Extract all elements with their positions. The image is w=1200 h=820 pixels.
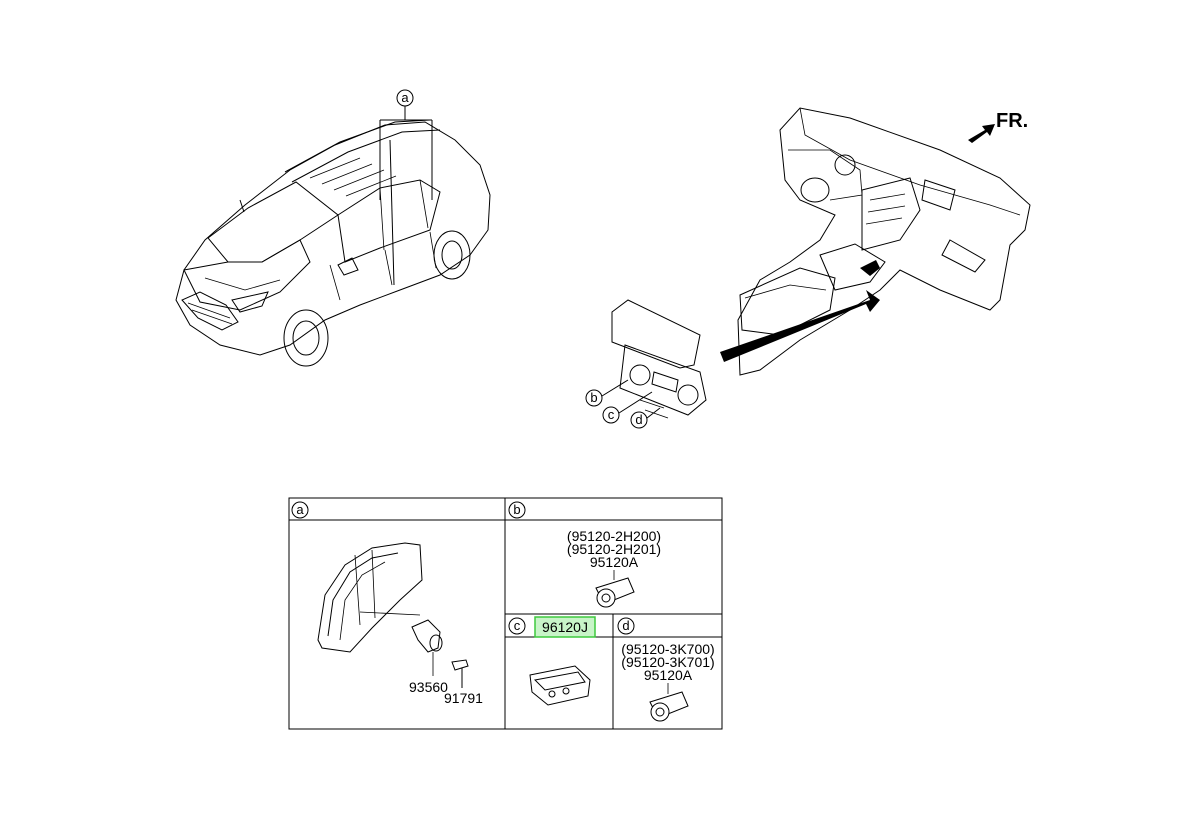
part-95120-2h200: (95120-2H200) (567, 528, 661, 544)
cell-a-letter: a (296, 502, 304, 517)
callout-b-label: b (590, 390, 597, 405)
parts-table (288, 497, 723, 730)
highlight-96120j (534, 616, 596, 638)
cell-c-letter: c (514, 618, 521, 633)
door-switch-illustration (317, 542, 469, 688)
aux-jack-illustration (529, 665, 591, 706)
part-95120a-d: 95120A (644, 667, 693, 683)
callout-d-label: d (635, 412, 642, 427)
usb-jack-d-illustration (649, 683, 689, 722)
console-panel-illustration (585, 299, 707, 429)
part-96120j: 96120J (542, 619, 588, 635)
part-95120-2h201: (95120-2H201) (567, 541, 661, 557)
part-95120a-b: 95120A (590, 554, 639, 570)
part-95120-3k701: (95120-3K701) (621, 654, 714, 670)
part-95120-3k700: (95120-3K700) (621, 641, 714, 657)
part-93560: 93560 (409, 679, 448, 695)
front-direction-marker: FR. (996, 110, 1028, 132)
vehicle-illustration (175, 89, 491, 367)
dashboard-illustration (720, 107, 1031, 376)
cell-b-letter: b (513, 502, 520, 517)
usb-jack-b-illustration (595, 570, 635, 608)
callout-c-label: c (608, 407, 615, 422)
callout-a-label: a (401, 90, 409, 105)
cell-d-letter: d (622, 618, 629, 633)
part-91791: 91791 (444, 690, 483, 706)
